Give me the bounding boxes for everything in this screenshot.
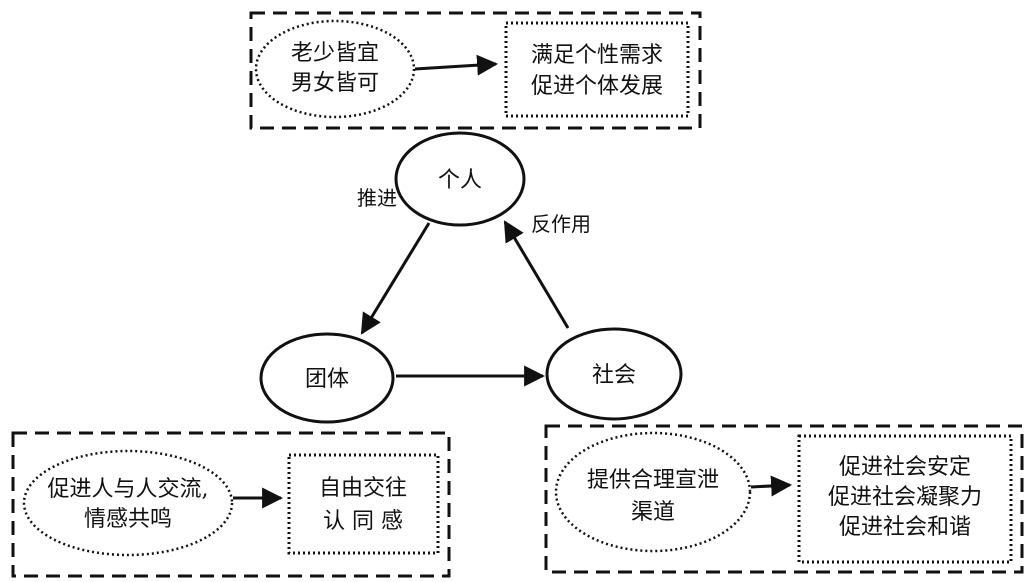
- top-box-line-2: 促进个体发展: [531, 74, 663, 99]
- left-group-oval: [22, 449, 234, 557]
- top-oval-line-2: 男女皆可: [291, 71, 379, 96]
- right-group-arrow: [750, 475, 793, 497]
- node-group: [259, 332, 395, 424]
- left-group: 促进人与人交流, 情感共鸣 自由交往 认 同 感: [11, 431, 451, 578]
- central-cycle: 个人 团体 社会 推进 反作用: [259, 131, 683, 424]
- top-group-arrow: [414, 54, 499, 76]
- edge-promote-label: 推进: [357, 186, 397, 210]
- top-group-frame: [249, 11, 702, 130]
- node-individual-label: 个人: [438, 168, 482, 193]
- right-box-line-3: 促进社会和谐: [839, 515, 971, 540]
- top-group-box: [504, 21, 690, 118]
- edge-individual-to-group: [360, 222, 431, 335]
- right-oval-line-2: 渠道: [631, 500, 675, 525]
- right-group-frame: [544, 424, 1024, 574]
- left-box-line-2: 认 同 感: [323, 509, 403, 534]
- node-society-label: 社会: [592, 363, 636, 388]
- top-group-oval: [254, 19, 416, 119]
- node-group-label: 团体: [305, 367, 349, 392]
- top-group: 老少皆宜 男女皆可 满足个性需求 促进个体发展: [249, 11, 702, 130]
- right-group-oval: [554, 431, 752, 553]
- top-box-line-1: 满足个性需求: [531, 43, 663, 68]
- edge-society-to-individual: [503, 220, 570, 329]
- edge-reaction-label: 反作用: [531, 212, 591, 236]
- right-box-line-2: 促进社会凝聚力: [828, 485, 982, 510]
- right-oval-line-1: 提供合理宣泄: [587, 468, 719, 493]
- right-group-box: [797, 434, 1013, 564]
- left-box-line-1: 自由交往: [319, 476, 407, 501]
- top-oval-line-1: 老少皆宜: [291, 41, 379, 66]
- left-oval-line-1: 促进人与人交流,: [48, 477, 209, 502]
- left-group-frame: [11, 431, 451, 578]
- left-group-box: [287, 453, 440, 555]
- node-society: [545, 327, 683, 421]
- right-group: 提供合理宣泄 渠道 促进社会安定 促进社会凝聚力 促进社会和谐: [544, 424, 1024, 574]
- left-oval-line-2: 情感共鸣: [84, 507, 172, 532]
- right-box-line-1: 促进社会安定: [839, 455, 971, 480]
- node-individual: [394, 131, 526, 227]
